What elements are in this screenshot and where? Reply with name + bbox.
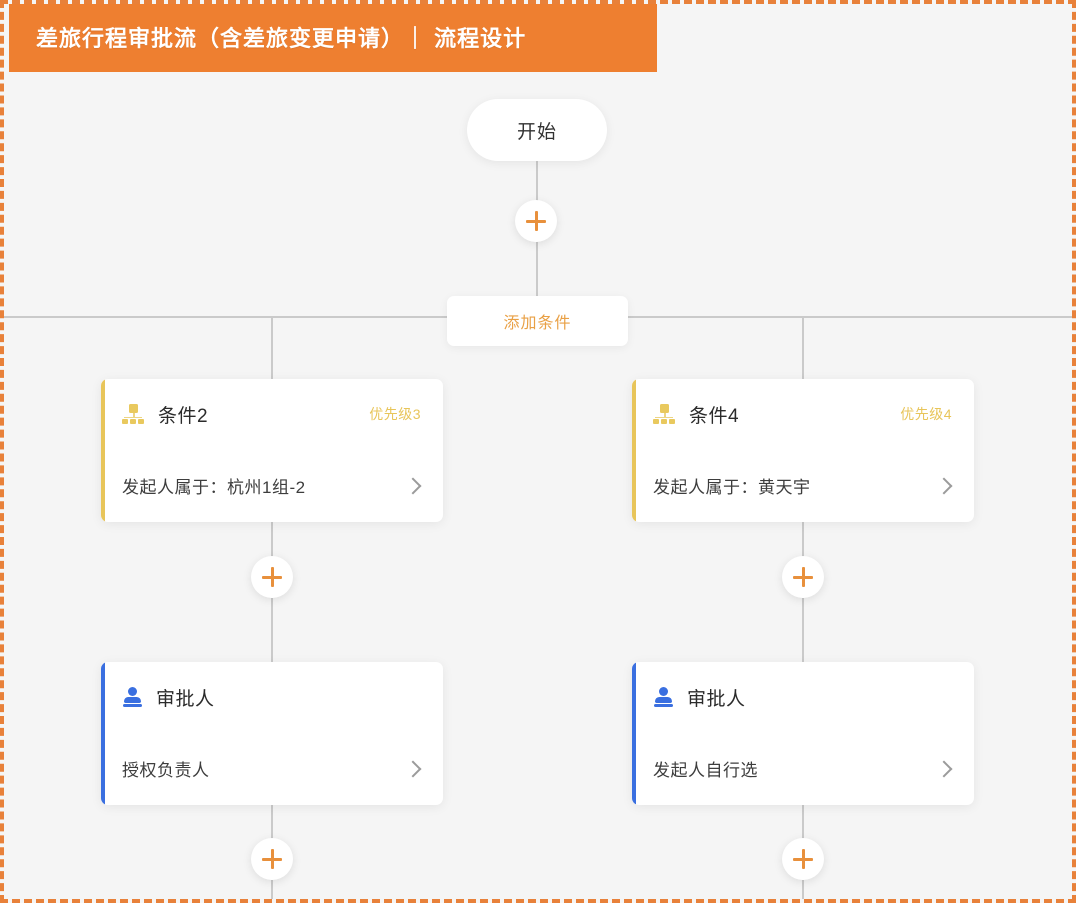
- page-title: 差旅行程审批流（含差旅变更申请）｜ 流程设计: [36, 26, 527, 51]
- connector-left-bar-to-condition: [271, 316, 273, 380]
- condition-card-left-description: 发起人属于：杭州1组-2: [122, 478, 306, 497]
- connector-right-plus-to-bottom: [802, 880, 804, 899]
- approver-card-right-body[interactable]: 发起人自行选: [632, 732, 974, 805]
- connector-left-plus-to-approver: [271, 598, 273, 662]
- approver-card-right[interactable]: 审批人 发起人自行选: [632, 662, 974, 805]
- approver-card-left-title: 审批人: [156, 688, 215, 710]
- connector-right-plus-to-approver: [802, 598, 804, 662]
- condition-card-left-header: 条件2 优先级3: [101, 379, 443, 449]
- condition-card-right[interactable]: 条件4 优先级4 发起人属于：黄天宇: [632, 379, 974, 522]
- connector-left-condition-to-plus: [271, 522, 273, 558]
- connector-left-plus-to-bottom: [271, 880, 273, 899]
- chevron-right-icon[interactable]: [405, 761, 421, 777]
- page-banner: 差旅行程审批流（含差旅变更申请）｜ 流程设计: [9, 4, 657, 72]
- connector-plus-to-branch: [536, 242, 538, 297]
- condition-hierarchy-icon: [122, 404, 144, 424]
- plus-after-start[interactable]: [515, 200, 557, 242]
- condition-card-left-priority: 优先级3: [369, 406, 421, 422]
- condition-card-right-body[interactable]: 发起人属于：黄天宇: [632, 449, 974, 522]
- connector-right-bar-to-condition: [802, 316, 804, 380]
- approver-card-left[interactable]: 审批人 授权负责人: [101, 662, 443, 805]
- start-node[interactable]: 开始: [467, 99, 607, 161]
- start-node-label: 开始: [516, 121, 557, 143]
- condition-card-left-title: 条件2: [158, 405, 209, 427]
- chevron-right-icon[interactable]: [405, 478, 421, 494]
- condition-card-right-title: 条件4: [689, 405, 740, 427]
- chevron-right-icon[interactable]: [936, 478, 952, 494]
- approver-card-right-header: 审批人: [632, 662, 974, 732]
- person-icon: [653, 687, 673, 707]
- approver-card-right-title: 审批人: [687, 688, 746, 710]
- approver-card-right-description: 发起人自行选: [653, 761, 758, 780]
- condition-card-left[interactable]: 条件2 优先级3 发起人属于：杭州1组-2: [101, 379, 443, 522]
- connector-right-approver-to-plus: [802, 804, 804, 840]
- add-condition-button[interactable]: 添加条件: [447, 296, 628, 346]
- condition-card-right-header: 条件4 优先级4: [632, 379, 974, 449]
- plus-left-branch-lower[interactable]: [251, 838, 293, 880]
- approver-card-left-body[interactable]: 授权负责人: [101, 732, 443, 805]
- approver-card-left-header: 审批人: [101, 662, 443, 732]
- condition-hierarchy-icon: [653, 404, 675, 424]
- plus-right-branch-lower[interactable]: [782, 838, 824, 880]
- connector-left-approver-to-plus: [271, 804, 273, 840]
- approver-card-left-description: 授权负责人: [122, 761, 210, 780]
- connector-right-condition-to-plus: [802, 522, 804, 558]
- condition-card-left-body[interactable]: 发起人属于：杭州1组-2: [101, 449, 443, 522]
- add-condition-label: 添加条件: [503, 315, 572, 332]
- person-icon: [122, 687, 142, 707]
- condition-card-right-priority: 优先级4: [900, 406, 952, 422]
- plus-left-branch-upper[interactable]: [251, 556, 293, 598]
- chevron-right-icon[interactable]: [936, 761, 952, 777]
- condition-card-right-description: 发起人属于：黄天宇: [653, 478, 811, 497]
- plus-right-branch-upper[interactable]: [782, 556, 824, 598]
- connector-start-to-plus: [536, 161, 538, 221]
